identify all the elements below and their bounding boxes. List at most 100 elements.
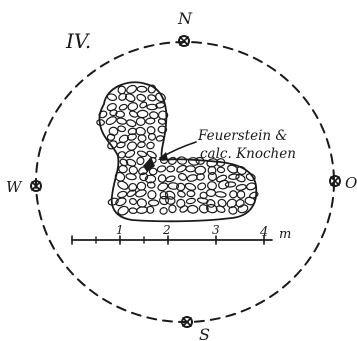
dashed-enclosure-circle	[35, 41, 335, 323]
stone	[136, 150, 148, 158]
stone	[114, 171, 126, 182]
stone	[244, 196, 256, 206]
stone	[155, 92, 166, 103]
stones-group	[96, 84, 259, 216]
stone	[216, 158, 226, 167]
find-spot-marker-icon	[143, 157, 155, 172]
stone	[164, 190, 176, 200]
stone	[186, 189, 196, 198]
stone	[125, 158, 137, 167]
stone	[128, 197, 138, 206]
stone	[224, 181, 237, 188]
stone	[146, 150, 157, 159]
stone	[249, 191, 259, 199]
compass-south-label: S	[199, 325, 210, 341]
stone	[108, 126, 119, 136]
stone	[117, 180, 129, 190]
stone	[157, 182, 169, 192]
stone	[197, 182, 207, 191]
stone	[136, 181, 147, 191]
stone	[148, 199, 160, 207]
annotation-arrowhead	[158, 152, 168, 160]
stone	[137, 141, 146, 149]
scale-tick-4: 4	[259, 225, 268, 240]
annotation-line-2: calc. Knochen	[200, 146, 296, 162]
stone	[124, 149, 136, 159]
stone	[166, 165, 176, 173]
stone	[176, 182, 186, 192]
stone	[184, 182, 197, 191]
stone	[96, 119, 105, 126]
stone	[167, 182, 180, 190]
stone	[165, 175, 176, 183]
stone	[136, 156, 145, 166]
east-marker-icon	[329, 175, 341, 187]
stone	[115, 197, 127, 207]
stone	[155, 135, 165, 142]
compass-east-label: O	[345, 174, 357, 192]
stone	[126, 119, 137, 128]
stone	[135, 116, 146, 127]
stone	[117, 125, 127, 133]
stone	[118, 103, 128, 111]
stone	[207, 171, 217, 182]
stone	[159, 195, 169, 206]
stone	[135, 189, 147, 198]
stone	[216, 166, 226, 174]
stone	[157, 174, 167, 183]
stone	[165, 196, 176, 205]
stone	[127, 102, 139, 112]
stone	[187, 204, 199, 214]
annotation-line-1: Feuerstein &	[197, 128, 287, 144]
stone	[128, 207, 138, 215]
compass-north-label: N	[177, 9, 193, 28]
stone	[148, 167, 158, 176]
stone	[186, 174, 198, 182]
stone	[146, 141, 155, 150]
stone	[105, 116, 117, 126]
stone	[157, 125, 168, 134]
stone	[139, 101, 148, 109]
stone	[214, 191, 227, 198]
stone	[117, 85, 127, 95]
stone	[195, 156, 205, 165]
stone	[147, 190, 157, 200]
stone	[229, 190, 238, 199]
stone	[145, 117, 156, 125]
scale-tick-2: 2	[162, 223, 171, 237]
stone	[118, 164, 128, 174]
stone	[117, 151, 126, 159]
scale-tick-1: 1	[116, 223, 124, 237]
stone	[246, 182, 257, 191]
stone	[235, 174, 246, 183]
stone	[107, 197, 119, 206]
stone	[136, 109, 149, 119]
stone	[126, 133, 137, 141]
stone	[139, 172, 149, 182]
west-marker-icon	[30, 180, 42, 192]
stone	[196, 197, 209, 204]
stone	[106, 133, 116, 141]
stone	[156, 165, 167, 173]
stone	[236, 166, 247, 175]
stone	[168, 204, 177, 214]
stone	[106, 93, 118, 102]
stone	[177, 190, 186, 198]
stone	[116, 117, 127, 125]
stone	[237, 204, 249, 214]
scale-unit: m	[279, 227, 291, 242]
south-marker-icon	[181, 316, 193, 328]
stone	[177, 172, 188, 181]
stone	[126, 84, 138, 94]
stone	[117, 205, 129, 216]
plate-label: IV.	[65, 29, 91, 53]
north-marker-icon	[178, 35, 190, 47]
stone	[155, 102, 166, 109]
stone	[179, 205, 189, 213]
stone	[218, 179, 230, 190]
stone	[228, 206, 238, 215]
stone	[128, 182, 138, 192]
stone	[245, 173, 256, 182]
stone	[159, 190, 169, 200]
